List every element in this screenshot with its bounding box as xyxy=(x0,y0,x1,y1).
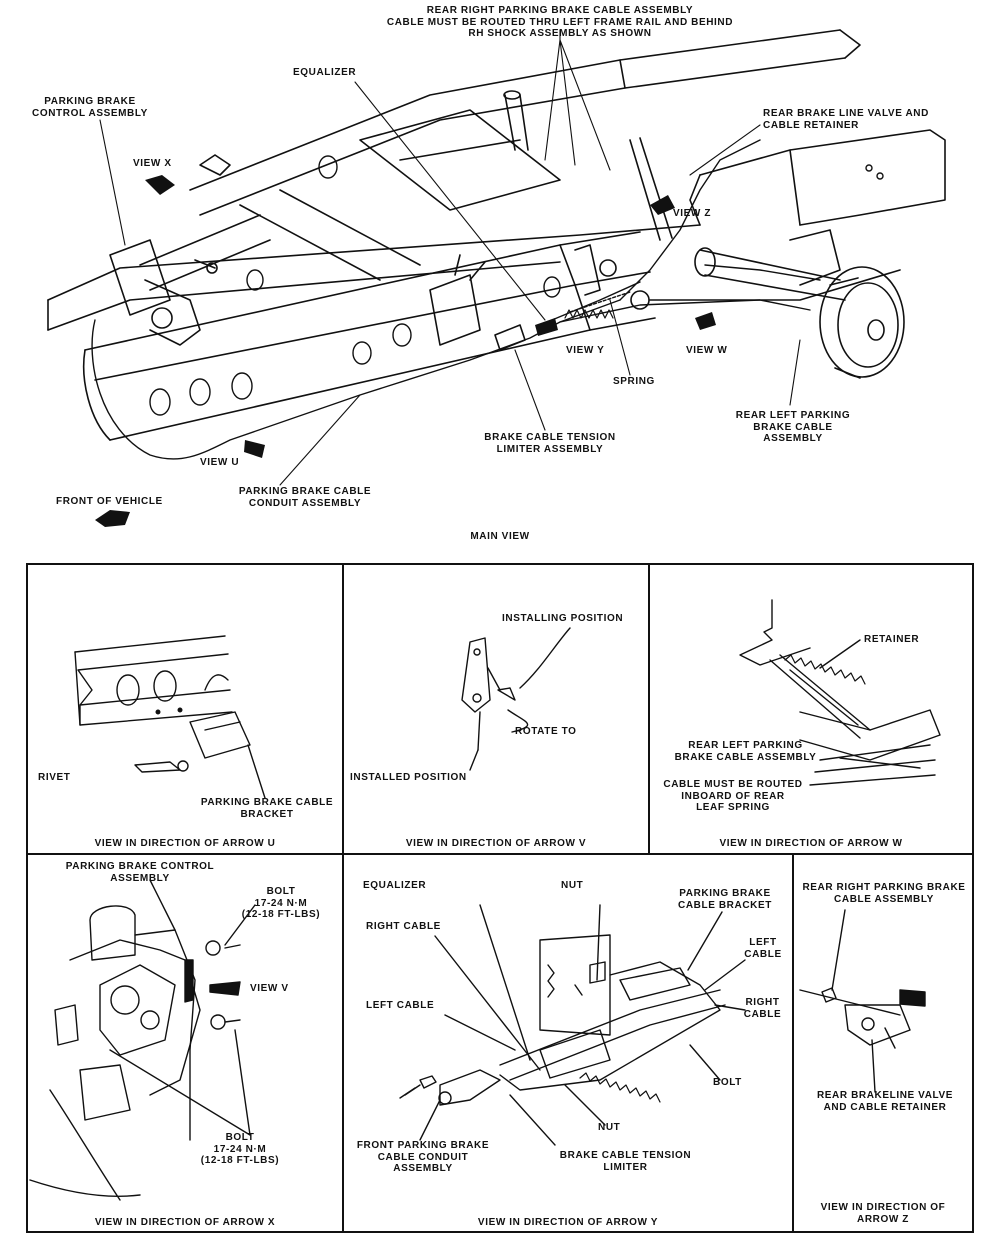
label-rear-valve: REAR BRAKE LINE VALVE AND CABLE RETAINER xyxy=(763,108,929,131)
label-rear-right-z: REAR RIGHT PARKING BRAKE CABLE ASSEMBLY xyxy=(802,882,966,905)
panel-y-art xyxy=(399,904,746,1146)
panel-frame-v xyxy=(342,563,650,855)
parking-brake-control xyxy=(109,154,601,346)
label-main-view: MAIN VIEW xyxy=(470,531,530,542)
label-tension-limiter: BRAKE CABLE TENSION LIMITER ASSEMBLY xyxy=(484,432,616,455)
label-bolt-top: BOLT 17-24 N·m (12-18 FT-LBS) xyxy=(241,886,321,920)
panel-u-art xyxy=(74,635,266,799)
label-left-cable-right: LEFT CABLE xyxy=(744,937,782,960)
frame-holes xyxy=(149,155,884,416)
label-front-conduit: FRONT PARKING BRAKE CABLE CONDUIT ASSEMB… xyxy=(356,1140,490,1174)
label-view-y: VIEW Y xyxy=(566,345,605,356)
label-conduit: PARKING BRAKE CABLE CONDUIT ASSEMBLY xyxy=(238,486,372,509)
label-rear-left-cable: REAR LEFT PARKING BRAKE CABLE ASSEMBLY xyxy=(735,410,851,444)
label-rotate-to: ROTATE TO xyxy=(515,726,577,737)
frame-upper-rails xyxy=(189,29,946,226)
shock-and-axle xyxy=(503,90,901,301)
panel-v-art xyxy=(461,627,571,771)
view-z-arrow xyxy=(650,195,675,215)
label-equalizer-main: EQUALIZER xyxy=(293,67,357,78)
label-nut-top: NUT xyxy=(561,880,584,891)
view-u-arrow xyxy=(244,440,265,458)
label-installing-position: INSTALLING POSITION xyxy=(502,613,624,624)
caption-arrow-v: VIEW IN DIRECTION OF ARROW V xyxy=(405,838,587,849)
rear-wheel xyxy=(819,266,905,379)
label-spring: SPRING xyxy=(613,376,655,387)
panel-w-art xyxy=(739,599,941,786)
frame-main-rail xyxy=(82,231,656,441)
label-bolt-y: BOLT xyxy=(713,1077,742,1088)
label-cable-bracket-y: PARKING BRAKE CABLE BRACKET xyxy=(678,888,772,911)
caption-arrow-w: VIEW IN DIRECTION OF ARROW W xyxy=(719,838,903,849)
label-rear-right-cable: REAR RIGHT PARKING BRAKE CABLE ASSEMBLY … xyxy=(386,5,734,39)
view-x-arrow xyxy=(145,175,175,195)
label-front-of-vehicle: FRONT OF VEHICLE xyxy=(56,496,163,507)
label-cable-routed: CABLE MUST BE ROUTED INBOARD OF REAR LEA… xyxy=(663,779,803,813)
label-view-u: VIEW U xyxy=(200,457,240,468)
label-view-v-x: VIEW V xyxy=(250,983,289,994)
caption-arrow-u: VIEW IN DIRECTION OF ARROW U xyxy=(94,838,276,849)
label-nut-bottom: NUT xyxy=(598,1122,621,1133)
caption-arrow-z: VIEW IN DIRECTION OF ARROW Z xyxy=(820,1202,946,1225)
view-arrows xyxy=(95,175,716,527)
label-left-cable-left: LEFT CABLE xyxy=(366,1000,435,1011)
label-tension-limiter-y: BRAKE CABLE TENSION LIMITER xyxy=(559,1150,692,1173)
frame-left-rail xyxy=(47,224,701,331)
panel-x-art xyxy=(29,879,256,1201)
leader-lines-main xyxy=(99,29,801,486)
label-retainer: RETAINER xyxy=(864,634,920,645)
label-view-z: VIEW Z xyxy=(673,208,712,219)
tension-limiter-main xyxy=(494,259,650,351)
label-cable-bracket-u: PARKING BRAKE CABLE BRACKET xyxy=(200,797,334,820)
label-right-cable-top: RIGHT CABLE xyxy=(366,921,441,932)
label-view-w: VIEW W xyxy=(686,345,728,356)
label-bolt-bottom: BOLT 17-24 N·m (12-18 FT-LBS) xyxy=(200,1132,280,1166)
cables-main xyxy=(91,139,821,460)
label-control-assembly: PARKING BRAKE CONTROL ASSEMBLY xyxy=(32,96,148,119)
spring-main xyxy=(564,309,614,319)
panel-z-art xyxy=(799,909,926,1093)
view-w-arrow xyxy=(695,312,716,330)
label-rivet: RIVET xyxy=(38,772,71,783)
label-equalizer-y: EQUALIZER xyxy=(363,880,427,891)
label-installed-position: INSTALLED POSITION xyxy=(350,772,467,783)
crossmembers xyxy=(139,109,561,291)
view-v-arrow-x xyxy=(209,981,241,996)
front-of-vehicle-arrow xyxy=(95,510,130,527)
caption-arrow-y: VIEW IN DIRECTION OF ARROW Y xyxy=(477,1217,659,1228)
label-view-x: VIEW X xyxy=(133,158,172,169)
panel-frame-z xyxy=(792,853,974,1233)
label-rear-left-w: REAR LEFT PARKING BRAKE CABLE ASSEMBLY xyxy=(674,740,817,763)
caption-arrow-x: VIEW IN DIRECTION OF ARROW X xyxy=(94,1217,276,1228)
label-valve-z: REAR BRAKELINE VALVE AND CABLE RETAINER xyxy=(816,1090,954,1113)
view-y-arrow xyxy=(535,318,558,336)
label-control-assembly-x: PARKING BRAKE CONTROL ASSEMBLY xyxy=(65,861,215,884)
label-right-cable-right: RIGHT CABLE xyxy=(743,997,782,1020)
